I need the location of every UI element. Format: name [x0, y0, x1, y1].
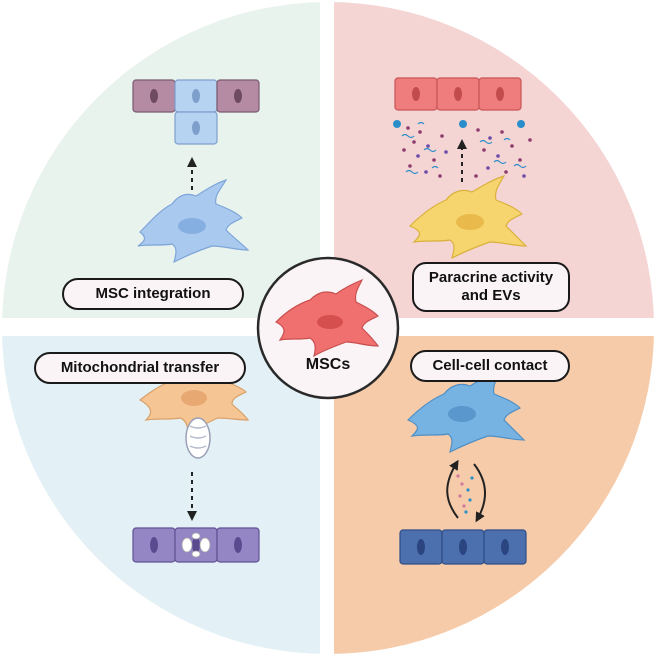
contact-cell-layer	[399, 529, 527, 565]
center-msc-nucleus	[317, 315, 343, 329]
quadrant-mitochondrial	[2, 336, 320, 654]
paracrine-msc-nucleus	[456, 214, 484, 230]
label-mitochondrial-transfer: Mitochondrial transfer	[34, 352, 246, 384]
quadrant-integration	[2, 2, 320, 318]
mito-msc-nucleus	[181, 390, 207, 406]
integration-cell-layer	[132, 79, 260, 145]
contact-exchange	[446, 459, 486, 523]
mitochondrion-icon	[185, 417, 211, 459]
label-paracrine-activity: Paracrine activity and EVs	[412, 262, 570, 312]
mito-cell-layer	[132, 527, 260, 563]
paracrine-cell-layer	[394, 77, 522, 111]
label-cell-cell-contact: Cell-cell contact	[410, 350, 570, 382]
center-label: MSCs	[305, 356, 351, 373]
label-msc-integration: MSC integration	[62, 278, 244, 310]
integration-msc-nucleus	[178, 218, 206, 234]
contact-msc-nucleus	[448, 406, 476, 422]
paracrine-extracellular-vesicles	[393, 120, 532, 178]
